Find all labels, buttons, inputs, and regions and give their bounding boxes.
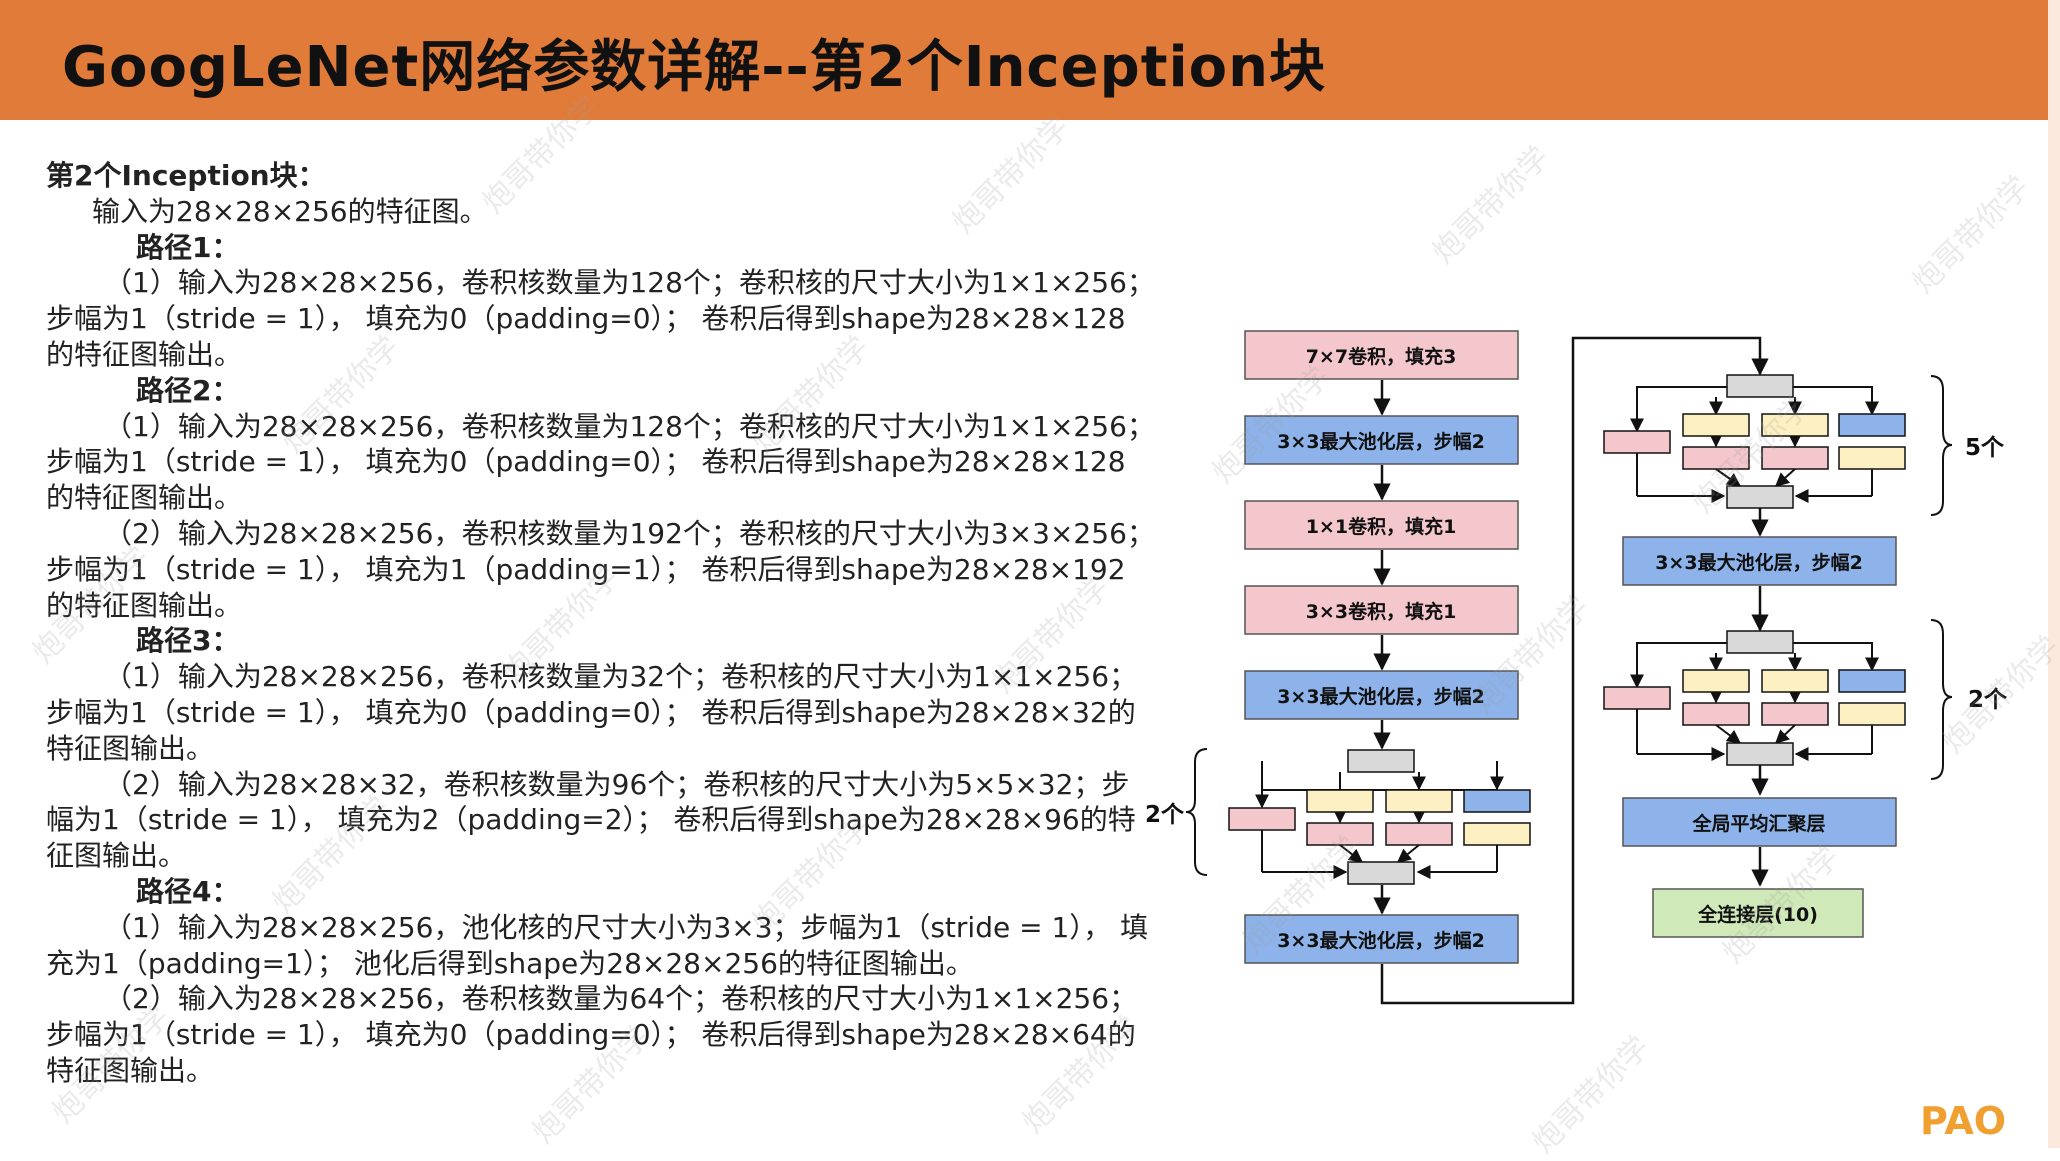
path2-line: 步幅为1（stride = 1）， 填充为1（padding=1）； 卷积后得到… <box>46 552 1126 586</box>
page-title: GoogLeNet网络参数详解--第2个Inception块 <box>62 35 1326 100</box>
brace-left <box>1185 748 1208 876</box>
svg-text:3×3最大池化层，步幅2: 3×3最大池化层，步幅2 <box>1277 685 1485 708</box>
pao-logo: PAO <box>1920 1100 2006 1140</box>
path2-title: 路径2： <box>136 373 240 407</box>
path3-line: 特征图输出。 <box>46 731 215 765</box>
svg-text:PAO: PAO <box>1920 1100 2006 1140</box>
svg-text:全连接层(10): 全连接层(10) <box>1697 903 1818 926</box>
layer-fully-connected: 全连接层(10) <box>1652 888 1864 938</box>
path3-line: 幅为1（stride = 1）， 填充为2（padding=2）； 卷积后得到s… <box>46 803 1136 837</box>
brace-right-bottom <box>1930 619 1953 780</box>
path3-title: 路径3： <box>136 624 240 658</box>
path1-title: 路径1： <box>136 230 240 264</box>
path2-line: 的特征图输出。 <box>46 481 243 515</box>
brace-right-top <box>1930 375 1953 516</box>
path4-line: 充为1（padding=1）； 池化后得到shape为28×28×256的特征图… <box>46 946 974 980</box>
path4-line: （2）输入为28×28×256，卷积核数量为64个；卷积核的尺寸大小为1×1×2… <box>104 982 1138 1016</box>
inception-block-right-top <box>1603 374 1906 509</box>
path4-line: （1）输入为28×28×256，池化核的尺寸大小为3×3；步幅为1（stride… <box>104 910 1149 944</box>
layer-conv7x7: 7×7卷积，填充3 <box>1244 330 1519 380</box>
path3-line: 步幅为1（stride = 1）， 填充为0（padding=0）； 卷积后得到… <box>46 695 1136 729</box>
path1-line: 步幅为1（stride = 1）， 填充为0（padding=0）； 卷积后得到… <box>46 302 1126 336</box>
layer-conv1x1: 1×1卷积，填充1 <box>1244 500 1519 550</box>
repeat-label-right-bottom: 2个 <box>1968 687 2008 713</box>
title-bar: GoogLeNet网络参数详解--第2个Inception块 <box>0 0 2048 120</box>
path3-line: 征图输出。 <box>46 839 187 873</box>
repeat-label-right-top: 5个 <box>1965 435 2005 461</box>
right-edge-strip <box>2048 0 2060 1148</box>
layer-maxpool-1: 3×3最大池化层，步幅2 <box>1244 415 1519 465</box>
svg-text:3×3最大池化层，步幅2: 3×3最大池化层，步幅2 <box>1277 929 1485 952</box>
path2-line: 步幅为1（stride = 1）， 填充为0（padding=0）； 卷积后得到… <box>46 445 1126 479</box>
svg-text:3×3最大池化层，步幅2: 3×3最大池化层，步幅2 <box>1277 430 1485 453</box>
layer-maxpool-2: 3×3最大池化层，步幅2 <box>1244 670 1519 720</box>
input-description: 输入为28×28×256的特征图。 <box>92 194 488 228</box>
path1-line: 的特征图输出。 <box>46 337 243 371</box>
path4-title: 路径4： <box>136 874 240 908</box>
layer-conv3x3: 3×3卷积，填充1 <box>1244 585 1519 635</box>
layer-global-avg-pool: 全局平均汇聚层 <box>1622 797 1897 847</box>
path2-line: 的特征图输出。 <box>46 588 243 622</box>
svg-text:3×3卷积，填充1: 3×3卷积，填充1 <box>1306 600 1457 623</box>
layer-maxpool-3: 3×3最大池化层，步幅2 <box>1244 914 1519 964</box>
path2-line: （2）输入为28×28×256，卷积核数量为192个；卷积核的尺寸大小为3×3×… <box>104 516 1155 550</box>
inception-block-left <box>1228 749 1531 885</box>
layer-maxpool-4: 3×3最大池化层，步幅2 <box>1622 536 1897 586</box>
svg-text:全局平均汇聚层: 全局平均汇聚层 <box>1691 812 1825 835</box>
block-heading: 第2个Inception块： <box>46 159 326 192</box>
svg-text:1×1卷积，填充1: 1×1卷积，填充1 <box>1306 515 1457 538</box>
inception-block-right-bottom <box>1603 630 1906 766</box>
path1-line: （1）输入为28×28×256，卷积核数量为128个；卷积核的尺寸大小为1×1×… <box>104 266 1155 300</box>
path4-line: 步幅为1（stride = 1）， 填充为0（padding=0）； 卷积后得到… <box>46 1018 1136 1052</box>
path3-line: （1）输入为28×28×256，卷积核数量为32个；卷积核的尺寸大小为1×1×2… <box>104 660 1138 694</box>
description-text: 第2个Inception块： 输入为28×28×256的特征图。 路径1： （1… <box>46 158 1166 1089</box>
repeat-label-left: 2个 <box>1145 802 1185 828</box>
path2-line: （1）输入为28×28×256，卷积核数量为128个；卷积核的尺寸大小为1×1×… <box>104 409 1155 443</box>
svg-text:3×3最大池化层，步幅2: 3×3最大池化层，步幅2 <box>1655 551 1863 574</box>
svg-text:7×7卷积，填充3: 7×7卷积，填充3 <box>1306 345 1457 368</box>
path3-line: （2）输入为28×28×32，卷积核数量为96个；卷积核的尺寸大小为5×5×32… <box>104 767 1130 801</box>
path4-line: 特征图输出。 <box>46 1053 215 1087</box>
